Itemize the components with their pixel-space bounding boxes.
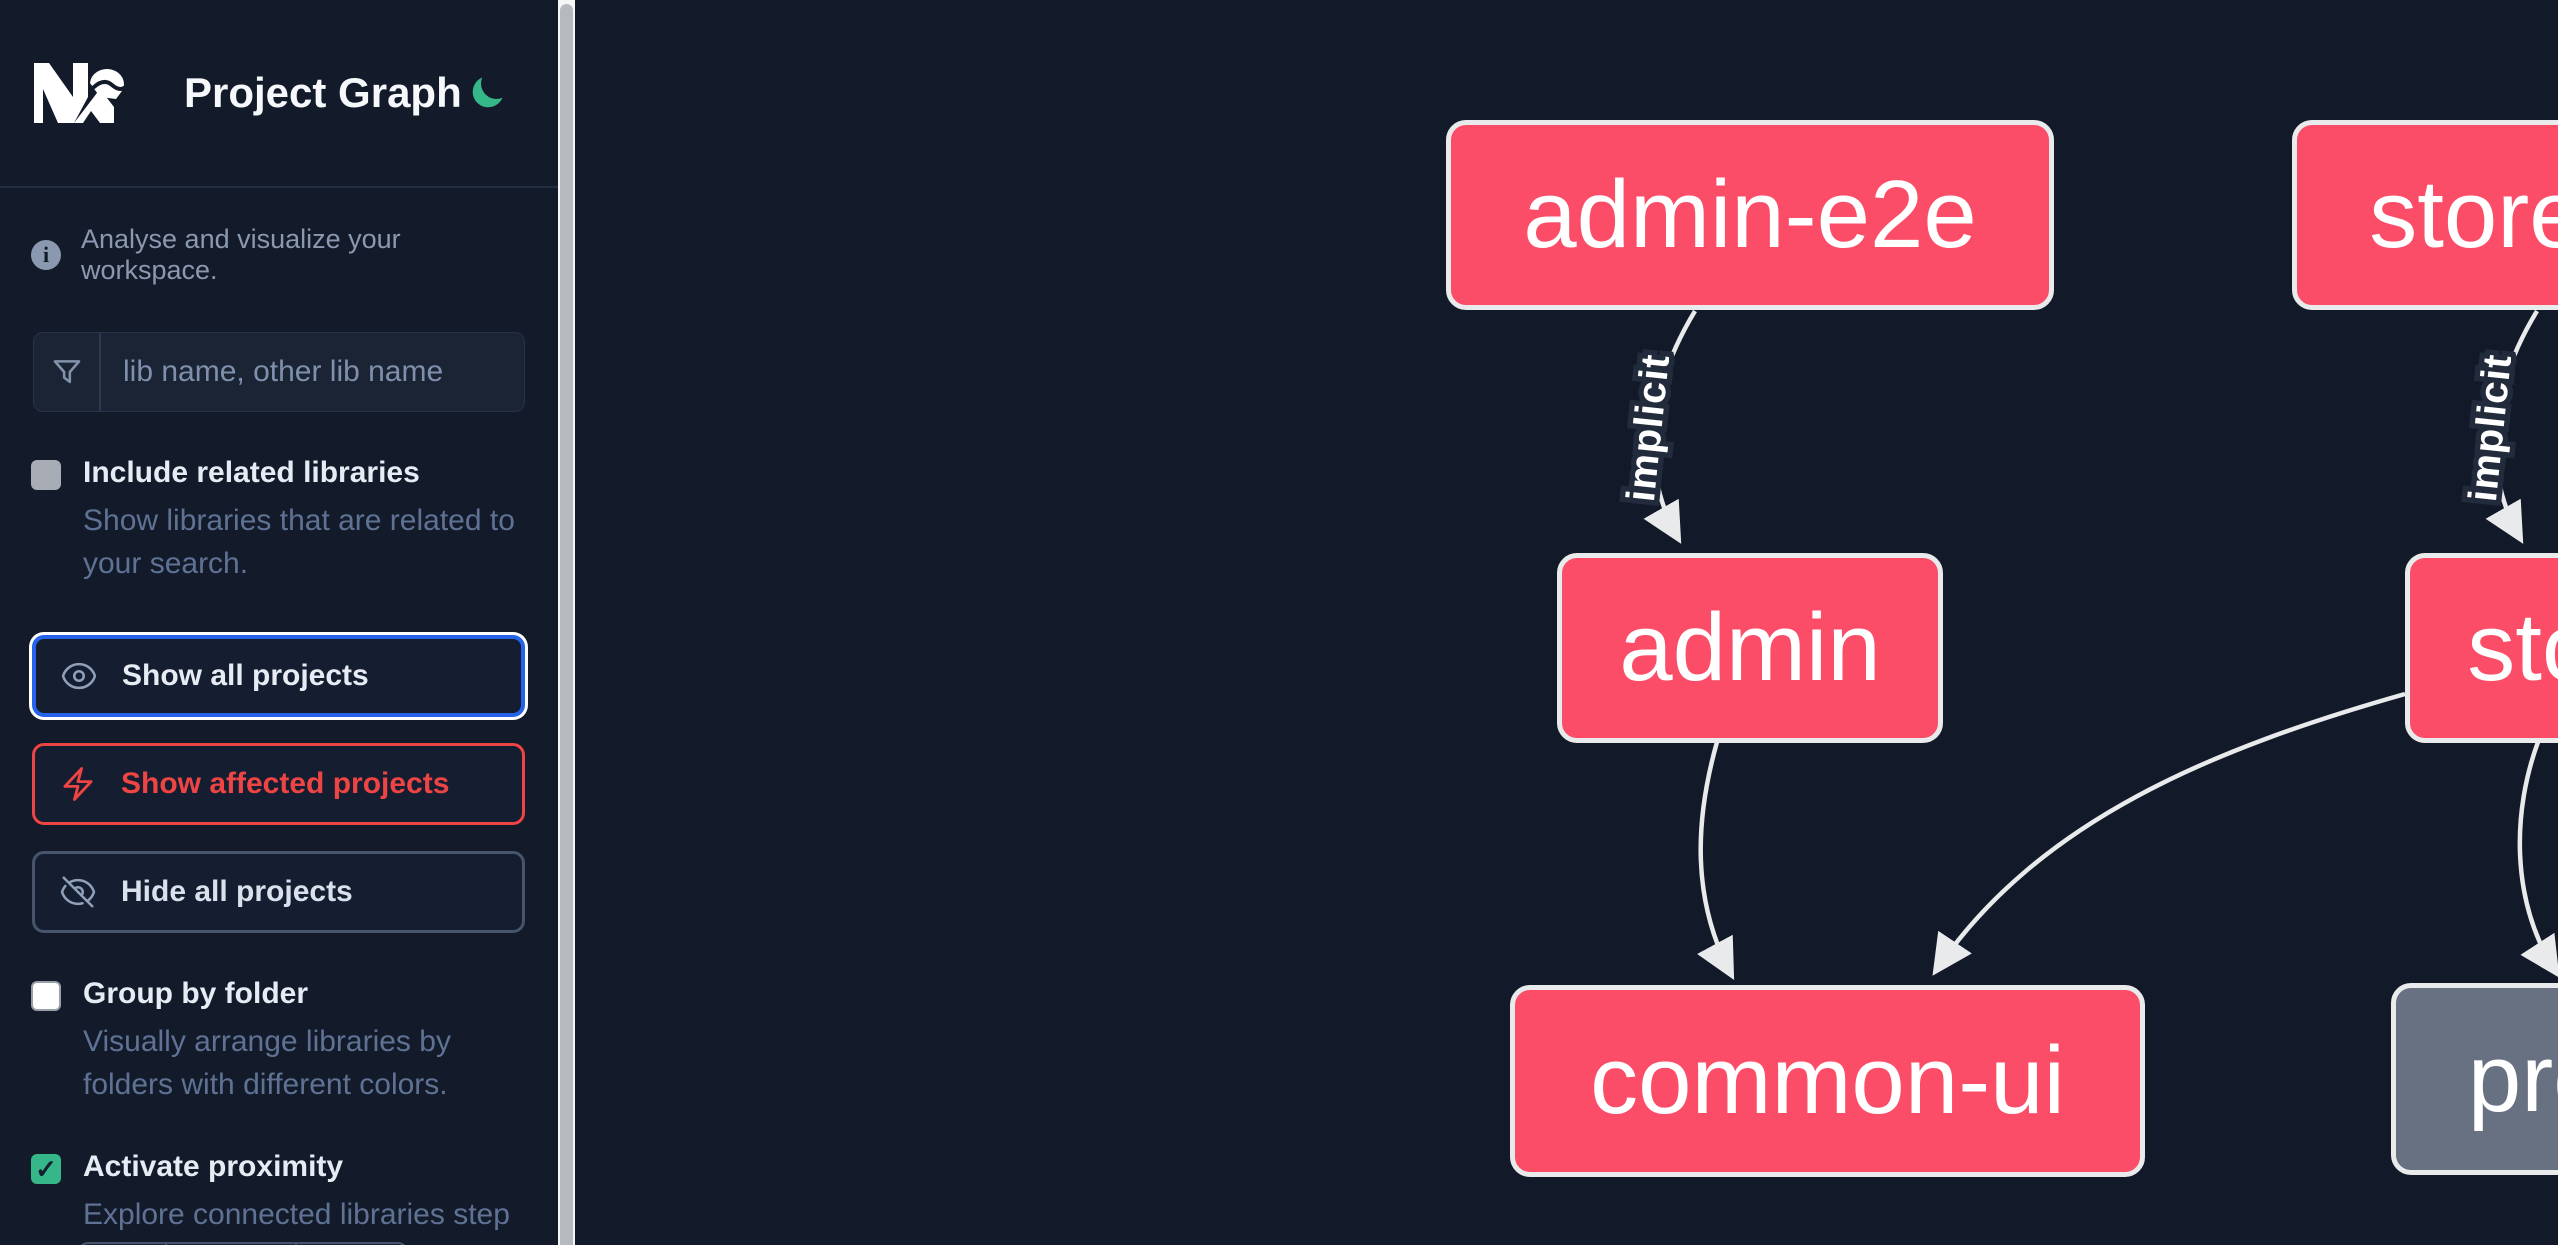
project-actions: Show all projects Show affected projects… — [32, 635, 525, 933]
edge-store-to-common-ui — [1932, 691, 2406, 976]
sidebar-scrollbar-thumb[interactable] — [560, 4, 573, 1245]
eye-slash-icon — [59, 873, 97, 911]
option-description: Show libraries that are related to your … — [83, 504, 515, 580]
edge-label-implicit: implicit — [2461, 352, 2520, 504]
graph-node-admin-e2e[interactable]: admin-e2e — [1446, 120, 2054, 310]
edge-store-e2e-to-store — [2485, 309, 2539, 544]
show-affected-projects-button[interactable]: Show affected projects — [32, 743, 525, 825]
filter-searchbox — [33, 332, 525, 412]
page-title: Project Graph — [184, 69, 462, 116]
graph-node-store-e2e[interactable]: store-e2e — [2292, 120, 2558, 310]
hide-all-projects-button[interactable]: Hide all projects — [32, 851, 525, 933]
button-label: Show all projects — [122, 659, 369, 692]
option-label: Activate proximity — [83, 1150, 344, 1183]
button-label: Hide all projects — [121, 875, 353, 908]
edge-admin-e2e-to-admin — [1643, 309, 1697, 544]
option-description: Explore connected libraries step by step… — [83, 1198, 510, 1245]
graph-canvas[interactable]: implicit implicit admin-e2e store-e2e ad… — [575, 0, 2558, 1245]
activate-proximity-checkbox[interactable] — [31, 1154, 61, 1184]
graph-node-store[interactable]: store — [2405, 553, 2558, 743]
button-label: Show affected projects — [121, 767, 450, 800]
sidebar-header: Project Graph — [0, 0, 558, 188]
option-activate-proximity: Activate proximity Explore connected lib… — [31, 1150, 528, 1245]
option-group-by-folder: Group by folder Visually arrange librari… — [31, 977, 528, 1106]
funnel-icon — [34, 333, 101, 411]
option-label: Include related libraries — [83, 456, 420, 489]
dependency-edges-layer: implicit implicit — [1613, 309, 2558, 980]
graph-node-products[interactable]: products — [2391, 983, 2558, 1175]
option-include-related: Include related libraries Show libraries… — [31, 456, 528, 585]
graph-node-admin[interactable]: admin — [1557, 553, 1943, 743]
option-label: Group by folder — [83, 977, 308, 1010]
group-by-folder-checkbox[interactable] — [31, 981, 61, 1011]
show-all-projects-button[interactable]: Show all projects — [32, 635, 525, 717]
filter-input[interactable] — [101, 333, 524, 411]
option-description: Visually arrange libraries by folders wi… — [83, 1025, 451, 1101]
edge-label-implicit: implicit — [1619, 352, 1678, 504]
nx-logo — [30, 61, 128, 125]
eye-icon — [60, 657, 98, 695]
edge-admin-to-common-ui — [1697, 741, 1735, 980]
edge-store-to-products — [2517, 741, 2558, 978]
workspace-tagline-row: i Analyse and visualize your workspace. — [31, 224, 524, 286]
workspace-tagline: Analyse and visualize your workspace. — [81, 224, 401, 285]
moon-icon — [468, 77, 506, 115]
graph-node-common-ui[interactable]: common-ui — [1510, 985, 2145, 1177]
info-icon: i — [31, 240, 61, 270]
include-related-checkbox[interactable] — [31, 460, 61, 490]
sidebar: Project Graph i Analyse and visualize yo… — [0, 0, 558, 1245]
bolt-icon — [59, 765, 97, 803]
dark-mode-toggle[interactable] — [468, 74, 506, 112]
